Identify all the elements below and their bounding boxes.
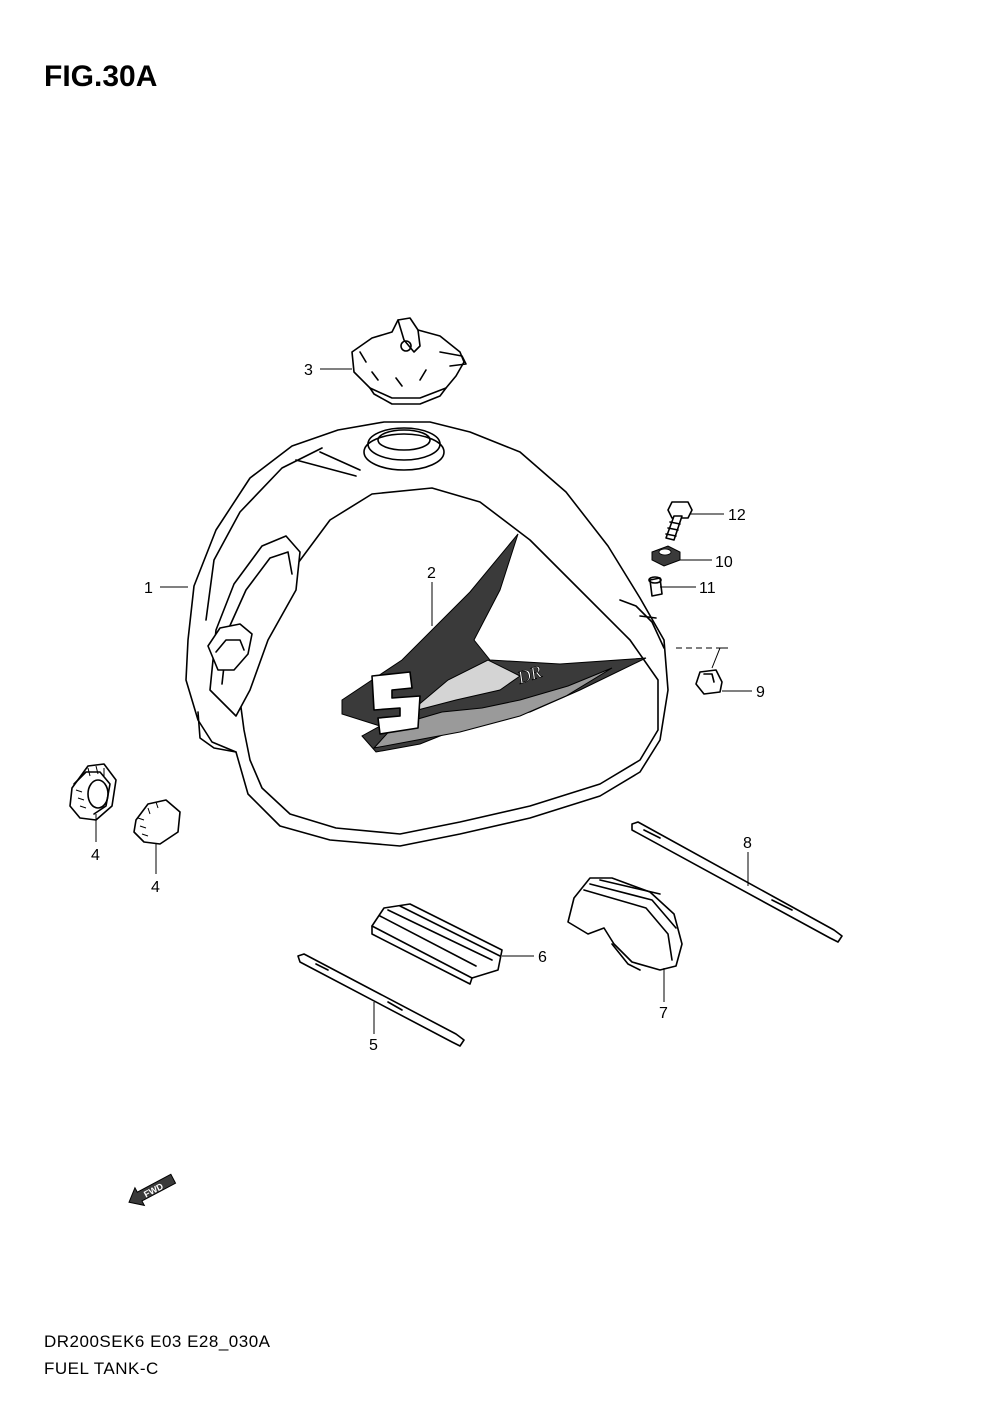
- callout-3: 3: [304, 362, 313, 379]
- callout-5: 5: [369, 1037, 378, 1054]
- diagram-code: DR200SEK6 E03 E28_030A: [44, 1332, 271, 1351]
- cap-nut-upper: [69, 763, 117, 821]
- callout-labels: 3 1 2 12 10 11 9 4 4 5 6 7 8: [91, 362, 765, 1054]
- tank-emblem: DR: [341, 533, 647, 753]
- callout-12: 12: [728, 507, 746, 524]
- callout-6: 6: [538, 949, 547, 966]
- cap-nut-lower: [133, 799, 181, 845]
- callout-9: 9: [756, 684, 765, 701]
- rubber-cushion: [371, 903, 503, 985]
- diagram-name: FUEL TANK-C: [44, 1359, 159, 1378]
- fwd-arrow-icon: FWD: [128, 1173, 177, 1207]
- figure-title: FIG.30A: [44, 60, 158, 93]
- grommet: [695, 669, 723, 695]
- callout-10: 10: [715, 554, 733, 571]
- fuel-tank: [185, 421, 669, 847]
- callout-4-lower: 4: [151, 879, 160, 896]
- callout-8: 8: [743, 835, 752, 852]
- callout-4-upper: 4: [91, 847, 100, 864]
- bolt: [665, 501, 693, 541]
- leader-lines: [95, 368, 752, 1034]
- callout-1: 1: [144, 580, 153, 597]
- rear-cushion: [567, 877, 683, 971]
- collar: [648, 576, 663, 597]
- washer: [651, 545, 681, 567]
- fuel-cap: [351, 317, 467, 405]
- callout-2: 2: [427, 565, 436, 582]
- callout-11: 11: [699, 580, 716, 597]
- tank-strap-lower: [297, 953, 465, 1047]
- callout-7: 7: [659, 1005, 668, 1022]
- tank-strap-upper: [631, 821, 843, 943]
